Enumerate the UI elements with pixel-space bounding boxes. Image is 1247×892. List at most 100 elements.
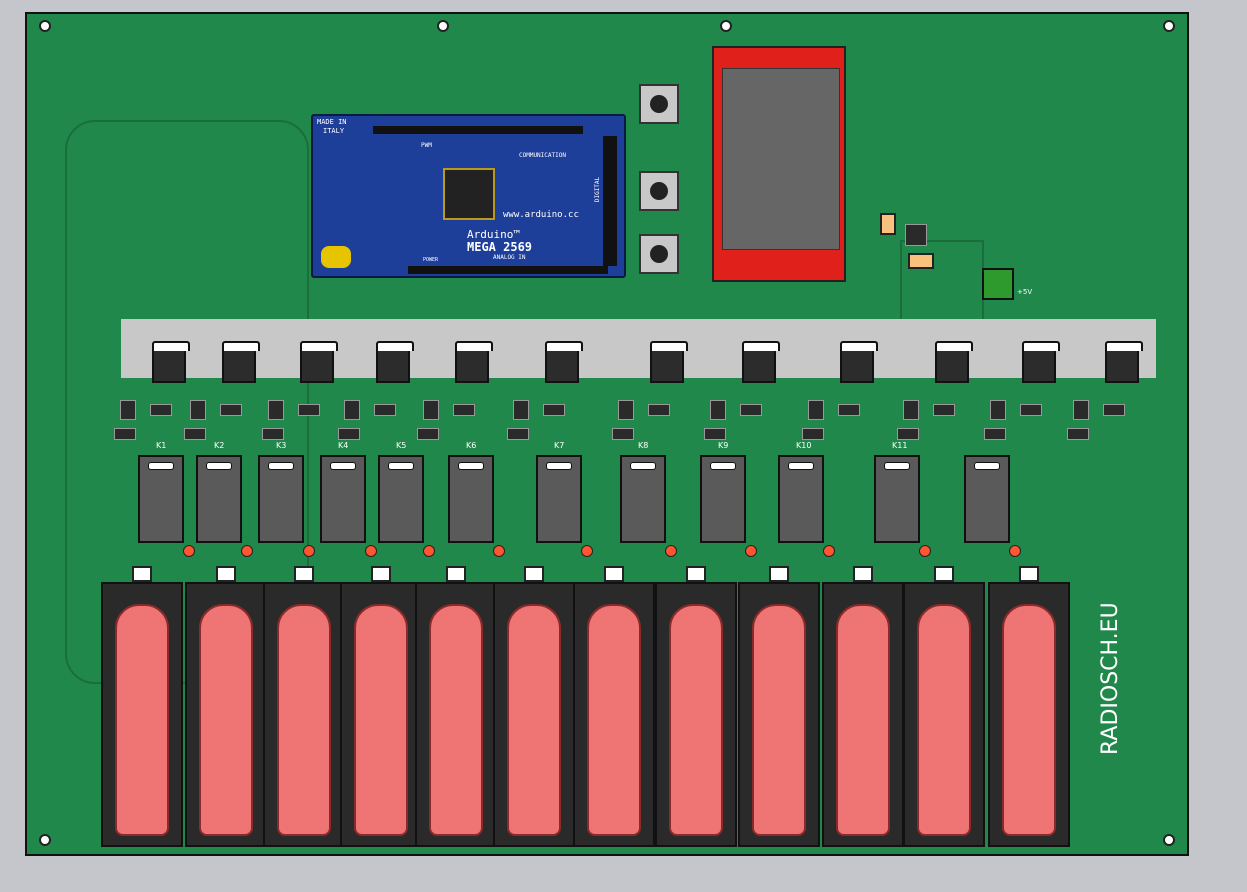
battery-tab bbox=[371, 566, 391, 582]
mosfet-regulator bbox=[300, 341, 338, 383]
relay-label: K1 bbox=[156, 441, 167, 450]
resistor bbox=[150, 404, 172, 416]
battery-holder-4 bbox=[340, 582, 422, 847]
battery-holder-2 bbox=[185, 582, 267, 847]
power-terminal-block bbox=[982, 268, 1014, 300]
resistor bbox=[740, 404, 762, 416]
battery-holder-5 bbox=[415, 582, 497, 847]
resistor bbox=[648, 404, 670, 416]
relay-7 bbox=[536, 455, 582, 543]
status-led bbox=[241, 545, 253, 557]
mosfet-regulator bbox=[376, 341, 414, 383]
resistor bbox=[507, 428, 529, 440]
resistor bbox=[704, 428, 726, 440]
relay-label: K7 bbox=[554, 441, 565, 450]
status-led bbox=[823, 545, 835, 557]
header-pins bbox=[408, 266, 608, 274]
mosfet-regulator bbox=[840, 341, 878, 383]
heatsink-bar bbox=[121, 319, 1156, 378]
transistor bbox=[513, 400, 529, 420]
resistor bbox=[1020, 404, 1042, 416]
relay-8 bbox=[620, 455, 666, 543]
mounting-hole bbox=[39, 834, 51, 846]
relay-3 bbox=[258, 455, 304, 543]
header-pins bbox=[603, 136, 617, 266]
arduino-mega-board: MADE IN ITALY PWM COMMUNICATION DIGITAL … bbox=[311, 114, 626, 278]
resistor bbox=[220, 404, 242, 416]
push-button-3[interactable] bbox=[639, 234, 679, 274]
resistor bbox=[612, 428, 634, 440]
resistor bbox=[417, 428, 439, 440]
battery-holder-1 bbox=[101, 582, 183, 847]
battery-cell bbox=[429, 604, 483, 836]
battery-tab bbox=[934, 566, 954, 582]
transistor bbox=[710, 400, 726, 420]
made-in-label: MADE IN bbox=[317, 118, 347, 126]
battery-holder-3 bbox=[263, 582, 345, 847]
resistor bbox=[984, 428, 1006, 440]
battery-cell bbox=[199, 604, 253, 836]
communication-label: COMMUNICATION bbox=[519, 152, 566, 159]
battery-tab bbox=[524, 566, 544, 582]
tft-lcd-display bbox=[712, 46, 846, 282]
battery-tab bbox=[216, 566, 236, 582]
transistor bbox=[1073, 400, 1089, 420]
relay-4 bbox=[320, 455, 366, 543]
resistor bbox=[838, 404, 860, 416]
relay-10 bbox=[778, 455, 824, 543]
power-label: POWER bbox=[423, 257, 439, 263]
mounting-hole bbox=[437, 20, 449, 32]
status-led bbox=[493, 545, 505, 557]
status-led bbox=[183, 545, 195, 557]
status-led bbox=[423, 545, 435, 557]
resistor bbox=[1067, 428, 1089, 440]
mosfet-regulator bbox=[650, 341, 688, 383]
arduino-brand: Arduino™ bbox=[467, 228, 520, 241]
mosfet-regulator bbox=[1022, 341, 1060, 383]
push-button-2[interactable] bbox=[639, 171, 679, 211]
relay-label: K5 bbox=[396, 441, 407, 450]
status-led bbox=[745, 545, 757, 557]
battery-holder-9 bbox=[738, 582, 820, 847]
microcontroller-chip bbox=[443, 168, 495, 220]
relay-1 bbox=[138, 455, 184, 543]
lcd-screen bbox=[722, 68, 840, 250]
power-label: +5V bbox=[1017, 288, 1033, 296]
resistor bbox=[262, 428, 284, 440]
push-button-1[interactable] bbox=[639, 84, 679, 124]
relay-label: K4 bbox=[338, 441, 349, 450]
power-jack bbox=[321, 246, 351, 268]
battery-cell bbox=[1002, 604, 1056, 836]
pwm-label: PWM bbox=[421, 142, 432, 149]
relay-5 bbox=[378, 455, 424, 543]
battery-cell bbox=[917, 604, 971, 836]
battery-cell bbox=[277, 604, 331, 836]
transistor bbox=[344, 400, 360, 420]
transistor bbox=[190, 400, 206, 420]
resistor bbox=[338, 428, 360, 440]
status-led bbox=[365, 545, 377, 557]
relay-6 bbox=[448, 455, 494, 543]
status-led bbox=[919, 545, 931, 557]
transistor bbox=[618, 400, 634, 420]
url-label: www.arduino.cc bbox=[503, 210, 579, 220]
battery-tab bbox=[132, 566, 152, 582]
relay-11 bbox=[874, 455, 920, 543]
mosfet-regulator bbox=[742, 341, 780, 383]
brand-text: RADIOSCH.EU bbox=[1098, 602, 1123, 755]
battery-holder-7 bbox=[573, 582, 655, 847]
arduino-model: MEGA 2569 bbox=[467, 240, 533, 254]
resistor bbox=[453, 404, 475, 416]
mosfet-regulator bbox=[152, 341, 190, 383]
transistor bbox=[423, 400, 439, 420]
battery-cell bbox=[354, 604, 408, 836]
resistor bbox=[374, 404, 396, 416]
transistor bbox=[268, 400, 284, 420]
resistor bbox=[184, 428, 206, 440]
battery-cell bbox=[115, 604, 169, 836]
mosfet-regulator bbox=[455, 341, 493, 383]
transistor bbox=[903, 400, 919, 420]
analog-in-label: ANALOG IN bbox=[493, 254, 526, 261]
resistor bbox=[1103, 404, 1125, 416]
resistor bbox=[802, 428, 824, 440]
